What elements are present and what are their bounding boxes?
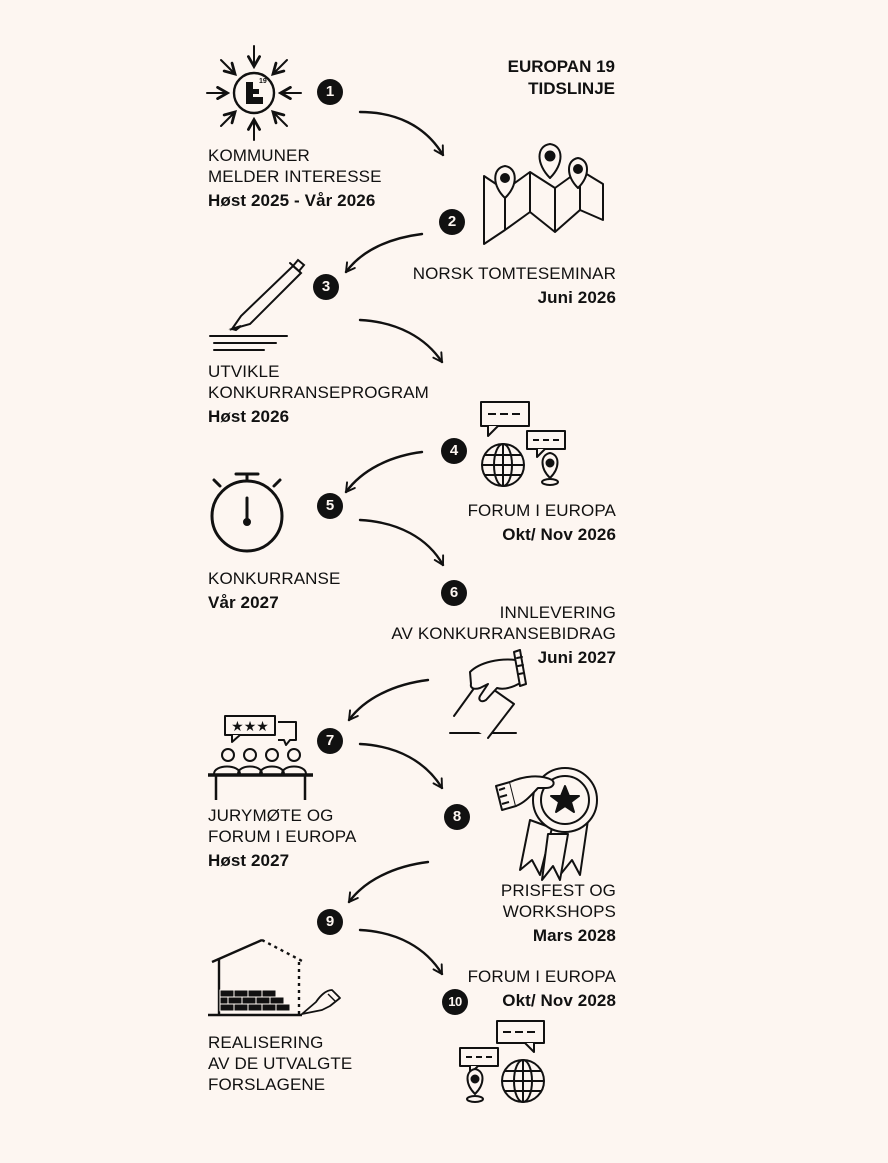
step-7-text: JURYMØTE OG FORUM I EUROPA Høst 2027 xyxy=(208,805,356,871)
jury-table-icon: ★★★ xyxy=(208,715,313,800)
globe-chat-icon-4 xyxy=(480,401,566,487)
step-5-label-line-1: KONKURRANSE xyxy=(208,569,341,588)
arrow-6-7 xyxy=(347,678,430,722)
arrow-7-8 xyxy=(358,742,444,790)
step-number-5: 5 xyxy=(317,493,343,519)
step-8-text: PRISFEST OG WORKSHOPS Mars 2028 xyxy=(501,880,616,946)
europan-logo-icon: 19 xyxy=(206,45,302,141)
step-6-label-line-2: AV KONKURRANSEBIDRAG xyxy=(391,624,616,643)
step-8-label-line-2: WORKSHOPS xyxy=(502,902,616,921)
step-number-4: 4 xyxy=(441,438,467,464)
logo-badge-text: 19 xyxy=(259,78,267,85)
step-6-date: Juni 2027 xyxy=(537,648,616,667)
step-4-date: Okt/ Nov 2026 xyxy=(502,525,616,544)
step-1-text: KOMMUNER MELDER INTERESSE Høst 2025 - Vå… xyxy=(208,145,382,211)
header-line-1: EUROPAN 19 xyxy=(507,57,615,76)
step-1-label-line-1: KOMMUNER xyxy=(208,146,310,165)
building-construction-icon xyxy=(208,938,341,1017)
step-8-date: Mars 2028 xyxy=(532,926,616,945)
step-number-6: 6 xyxy=(441,580,467,606)
step-9-text: REALISERING AV DE UTVALGTE FORSLAGENE xyxy=(208,1032,352,1095)
step-number-2: 2 xyxy=(439,209,465,235)
step-2-label-line-1: NORSK TOMTESEMINAR xyxy=(412,264,616,283)
step-6-text: INNLEVERING AV KONKURRANSEBIDRAG Juni 20… xyxy=(391,602,616,668)
step-5-date: Vår 2027 xyxy=(208,593,279,612)
step-number-10: 10 xyxy=(442,989,468,1015)
stopwatch-icon xyxy=(210,472,284,553)
step-10-label-line-1: FORUM I EUROPA xyxy=(467,967,616,986)
step-number-1: 1 xyxy=(317,79,343,105)
arrow-5-6 xyxy=(358,518,445,567)
step-3-date: Høst 2026 xyxy=(208,407,290,426)
svg-text:★★★: ★★★ xyxy=(231,719,269,735)
arrow-1-2 xyxy=(358,110,445,157)
globe-chat-icon-10 xyxy=(459,1020,545,1103)
step-10-text: FORUM I EUROPA Okt/ Nov 2028 xyxy=(468,966,616,1011)
step-number-8: 8 xyxy=(444,804,470,830)
step-10-date: Okt/ Nov 2028 xyxy=(502,991,616,1010)
step-number-3: 3 xyxy=(313,274,339,300)
header-line-2: TIDSLINJE xyxy=(528,79,615,98)
step-4-text: FORUM I EUROPA Okt/ Nov 2026 xyxy=(468,500,616,545)
step-6-label-line-1: INNLEVERING xyxy=(499,603,616,622)
step-7-label-line-2: FORUM I EUROPA xyxy=(208,827,357,846)
step-number-9: 9 xyxy=(317,909,343,935)
arrow-4-5 xyxy=(344,450,424,494)
step-2-text: NORSK TOMTESEMINAR Juni 2026 xyxy=(413,263,616,308)
step-9-label-line-3: FORSLAGENE xyxy=(208,1075,326,1094)
step-3-text: UTVIKLE KONKURRANSEPROGRAM Høst 2026 xyxy=(208,361,429,427)
arrow-2-3 xyxy=(344,232,424,274)
step-8-label-line-1: PRISFEST OG xyxy=(500,881,616,900)
award-hand-icon xyxy=(495,767,598,881)
step-7-date: Høst 2027 xyxy=(208,851,290,870)
step-1-date: Høst 2025 - Vår 2026 xyxy=(208,191,376,210)
step-1-label-line-2: MELDER INTERESSE xyxy=(208,167,382,186)
step-9-label-line-2: AV DE UTVALGTE xyxy=(208,1054,353,1073)
arrow-3-4 xyxy=(358,318,444,364)
step-5-text: KONKURRANSE Vår 2027 xyxy=(208,568,340,613)
step-number-7: 7 xyxy=(317,728,343,754)
step-3-label-line-1: UTVIKLE xyxy=(208,362,280,381)
map-pins-icon xyxy=(483,143,604,245)
pen-writing-icon xyxy=(209,258,306,351)
hand-submit-icon xyxy=(449,649,527,739)
step-2-date: Juni 2026 xyxy=(537,288,616,307)
step-4-label-line-1: FORUM I EUROPA xyxy=(467,501,616,520)
arrow-8-9 xyxy=(347,860,430,904)
step-9-label-line-1: REALISERING xyxy=(208,1033,324,1052)
timeline-header: EUROPAN 19 TIDSLINJE xyxy=(508,56,615,100)
step-3-label-line-2: KONKURRANSEPROGRAM xyxy=(208,383,429,402)
arrow-9-10 xyxy=(358,928,444,976)
step-7-label-line-1: JURYMØTE OG xyxy=(208,806,334,825)
